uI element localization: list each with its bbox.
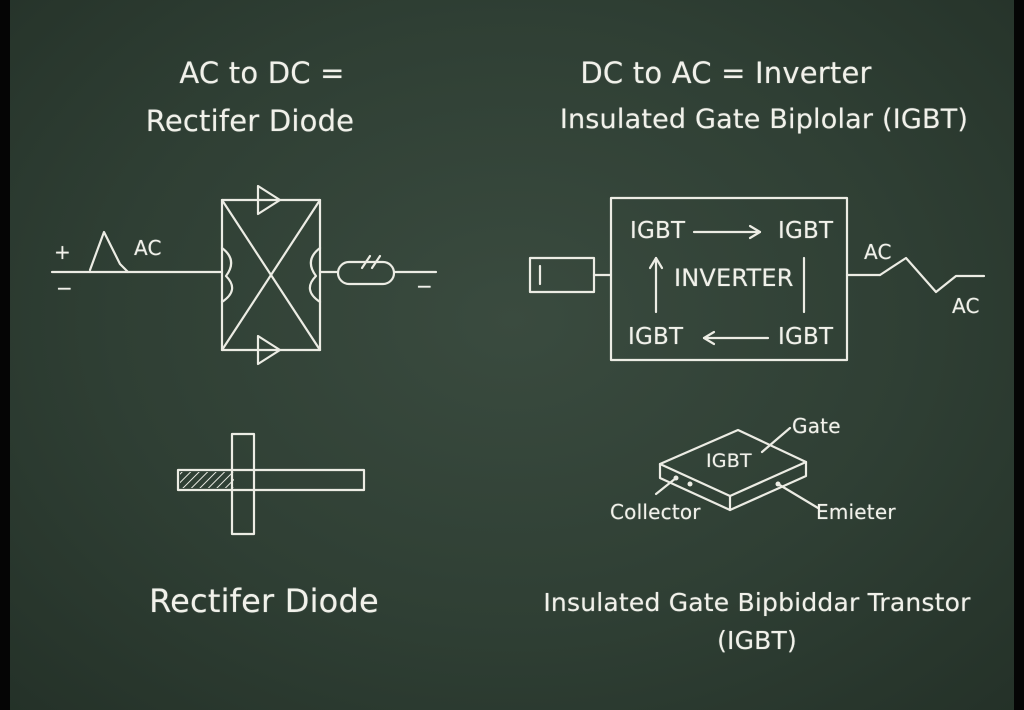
ac-output-label-1: AC [864,240,892,264]
igbt-caption-line2: (IGBT) [717,626,797,655]
diode-lead-hatch [180,472,234,488]
board-frame-left [0,0,10,710]
emitter-label: Emieter [816,500,896,524]
arrow-bottom-head [702,330,716,346]
arrow-left-head [648,256,664,270]
right-title-line2: Insulated Gate Biplolar (IGBT) [559,104,969,135]
igbt-bottom-right-label: IGBT [778,324,834,350]
diode-body [176,468,366,492]
minus-sign-right: − [416,274,433,298]
gate-leader-line [760,426,792,454]
igbt-caption-line1: Insulated Gate Bipbiddar Transtor [543,588,971,617]
dc-load-icon [336,260,396,286]
diode-bottom-arrow-icon [256,334,282,366]
bridge-box [220,198,322,352]
inverter-diagram [528,196,986,362]
plus-sign: + [54,240,71,264]
igbt-chip-diagram [654,426,820,512]
inverter-box [609,196,849,362]
igbt-top-left-label: IGBT [630,218,686,244]
rectifier-diode-caption: Rectifer Diode [149,582,379,620]
rectifier-bridge-diagram [50,184,438,366]
left-title-line2: Rectifer Diode [145,104,355,138]
load-tick-2 [370,254,382,270]
gate-label: Gate [792,414,841,438]
chip-pin-2 [687,481,693,487]
diode-cathode-band [230,432,256,536]
right-title-line1: DC to AC = Inverter [580,56,872,90]
ac-output-waveform-icon [878,256,986,294]
bridge-left-curve [220,246,234,304]
inverter-label: INVERTER [674,264,794,292]
collector-leader-line [654,476,678,496]
emitter-leader-line [776,482,820,510]
arrow-top-head [748,224,762,240]
chip-label: IGBT [706,450,752,472]
minus-sign-left: − [56,276,73,300]
ac-input-label: AC [134,236,162,260]
ac-waveform-icon [88,230,130,274]
rectifier-diode-component [176,432,366,536]
igbt-top-right-label: IGBT [778,218,834,244]
igbt-bottom-left-label: IGBT [628,324,684,350]
ac-output-label-2: AC [952,294,980,318]
left-title-line1: AC to DC = [179,56,345,90]
collector-label: Collector [610,500,701,524]
load-tick-1 [360,254,372,270]
diode-top-arrow-icon [256,184,282,216]
bridge-right-curve [308,246,322,304]
board-frame-right [1014,0,1024,710]
bridge-diagonal-2 [220,198,322,352]
